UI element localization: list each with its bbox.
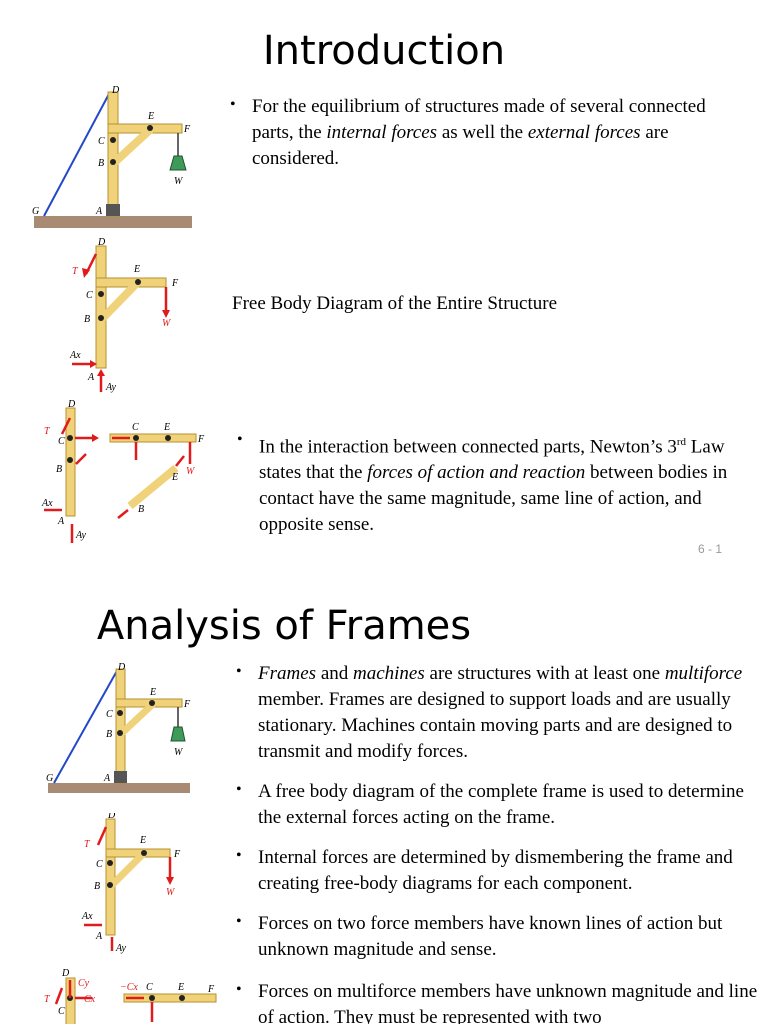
bullet-text: Frames and machines are structures with …: [258, 663, 743, 762]
svg-text:A: A: [95, 931, 103, 942]
svg-text:A: A: [95, 206, 103, 217]
vertical-member: [107, 91, 119, 217]
svg-text:W: W: [162, 318, 172, 329]
svg-text:T: T: [44, 426, 51, 437]
page-number: 6 - 1: [698, 542, 723, 556]
bullet-dot: •: [236, 847, 242, 864]
bullet-dot: •: [236, 781, 242, 798]
svg-text:D: D: [97, 237, 106, 248]
svg-text:E: E: [171, 472, 178, 483]
cable: [43, 91, 111, 217]
diagonal-member: [112, 125, 155, 165]
svg-text:A: A: [103, 773, 111, 784]
svg-text:F: F: [207, 984, 215, 995]
svg-text:B: B: [94, 881, 100, 892]
svg-text:C: C: [58, 436, 65, 447]
svg-text:T: T: [72, 266, 79, 277]
bullet-dot: •: [236, 913, 242, 930]
svg-text:D: D: [117, 662, 126, 673]
bullet-equilibrium: • For the equilibrium of structures made…: [230, 94, 730, 172]
svg-text:C: C: [132, 422, 139, 433]
bullet-dot: •: [237, 431, 243, 448]
svg-text:C: C: [146, 982, 153, 993]
svg-text:C: C: [106, 709, 113, 720]
svg-text:E: E: [177, 982, 184, 993]
bullet-two-force-members: • Forces on two force members have known…: [236, 911, 761, 963]
svg-text:B: B: [138, 504, 144, 515]
bullet-internal-forces: • Internal forces are determined by dism…: [236, 845, 761, 897]
svg-text:T: T: [44, 994, 51, 1005]
svg-text:B: B: [84, 314, 90, 325]
svg-text:C: C: [96, 859, 103, 870]
weight-block: [169, 155, 187, 171]
fbd-entire-structure-figure: D E F C B A T W Ax Ay: [81, 813, 181, 954]
svg-text:F: F: [183, 124, 191, 135]
pin-support: [106, 204, 120, 216]
bullet-multiforce-members: • Forces on multiforce members have unkn…: [236, 979, 761, 1024]
slide-introduction: Introduction D E F C B A G W • For the e…: [32, 28, 747, 556]
svg-text:Cy: Cy: [78, 978, 90, 989]
bullet-text: In the interaction between connected par…: [259, 436, 728, 536]
bullet-newtons-third-law: • In the interaction between connected p…: [237, 429, 747, 538]
fbd-caption: Free Body Diagram of the Entire Structur…: [232, 293, 558, 314]
svg-text:Ay: Ay: [105, 382, 117, 393]
frame-structure-figure: D E F C B A G W: [46, 662, 191, 793]
svg-text:G: G: [46, 773, 53, 784]
svg-text:T: T: [84, 839, 91, 850]
svg-text:B: B: [56, 464, 62, 475]
svg-text:B: B: [98, 158, 104, 169]
svg-text:F: F: [197, 434, 205, 445]
svg-text:W: W: [186, 466, 196, 477]
bullet-dot: •: [236, 981, 242, 998]
svg-text:C: C: [86, 290, 93, 301]
svg-text:E: E: [163, 422, 170, 433]
frame-structure-figure: D E F C B A G W: [32, 85, 192, 228]
svg-text:C: C: [58, 1006, 65, 1017]
svg-text:G: G: [32, 206, 39, 217]
dismembered-members-figure: D C B A T C E F W E B Ax Ay: [41, 399, 205, 543]
ground: [34, 216, 192, 228]
svg-text:C: C: [98, 136, 105, 147]
svg-text:D: D: [67, 399, 76, 410]
bullet-text: For the equilibrium of structures made o…: [252, 96, 706, 169]
svg-text:E: E: [149, 687, 156, 698]
bullet-text: Forces on two force members have known l…: [258, 913, 723, 960]
slide-title: Analysis of Frames: [96, 603, 472, 649]
bullet-dot: •: [236, 663, 242, 680]
svg-text:Ax: Ax: [69, 350, 81, 361]
svg-text:A: A: [57, 516, 65, 527]
svg-text:F: F: [173, 849, 181, 860]
bullet-text: A free body diagram of the complete fram…: [258, 781, 744, 828]
bullet-text: Forces on multiforce members have unknow…: [258, 981, 758, 1024]
svg-text:D: D: [61, 968, 70, 979]
svg-text:A: A: [87, 372, 95, 383]
bullet-dot: •: [230, 96, 236, 113]
svg-text:Ay: Ay: [75, 530, 87, 541]
svg-text:W: W: [166, 887, 176, 898]
svg-text:Ax: Ax: [41, 498, 53, 509]
bullet-free-body-complete: • A free body diagram of the complete fr…: [236, 779, 761, 831]
svg-text:E: E: [139, 835, 146, 846]
slide-analysis-of-frames: Analysis of Frames D E F C B A G W • Fra…: [0, 575, 768, 1024]
svg-text:D: D: [111, 85, 120, 96]
svg-text:Ax: Ax: [81, 911, 93, 922]
bullet-text: Internal forces are determined by dismem…: [258, 847, 733, 894]
svg-text:W: W: [174, 747, 184, 758]
slide-title: Introduction: [262, 28, 506, 74]
dismembered-members-figure: D Cy Cx T C −Cx C E F: [44, 968, 217, 1024]
svg-text:W: W: [174, 176, 184, 187]
svg-text:E: E: [147, 111, 154, 122]
bullet-frames-machines: • Frames and machines are structures wit…: [236, 661, 761, 765]
svg-text:F: F: [183, 699, 191, 710]
svg-text:B: B: [106, 729, 112, 740]
fbd-entire-structure-figure: D E F C B A T W Ax Ay: [69, 237, 179, 393]
svg-text:E: E: [133, 264, 140, 275]
svg-text:D: D: [107, 813, 116, 821]
svg-text:Cx: Cx: [84, 994, 96, 1005]
svg-text:F: F: [171, 278, 179, 289]
svg-text:Ay: Ay: [115, 943, 127, 954]
svg-text:−Cx: −Cx: [120, 982, 138, 993]
